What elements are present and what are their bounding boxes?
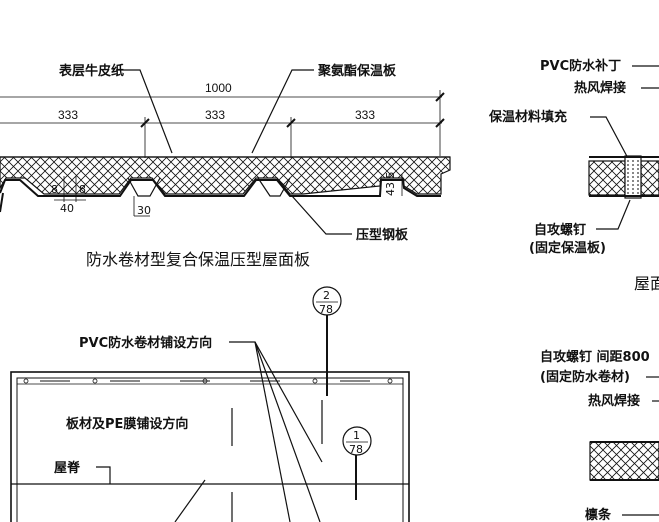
label-steel-sheet: 压型钢板	[356, 227, 409, 243]
leader-pvc-dir-1	[229, 341, 323, 463]
dim-span-3: 333	[355, 108, 375, 122]
ref-2-num: 2	[323, 289, 330, 302]
leader-pvc-dir-3	[254, 341, 321, 522]
insulation-hatch	[0, 156, 451, 195]
dim-total: 1000	[205, 81, 232, 95]
rib-1	[127, 177, 161, 197]
label-hot-weld-2: 热风焊接	[588, 393, 640, 409]
leader-screw	[596, 199, 631, 230]
label-board-direction: 板材及PE膜铺设方向	[66, 416, 188, 432]
dim-8b: 8	[79, 183, 86, 196]
leader-ridge	[96, 466, 111, 484]
label-kraft-paper: 表层牛皮纸	[58, 63, 124, 79]
leader-kraft	[116, 69, 173, 154]
steel-sheet-profile	[0, 179, 320, 213]
label-hot-weld: 热风焊接	[574, 80, 626, 96]
label-ridge: 屋脊	[54, 460, 81, 476]
detail-ref-1-78[interactable]: 1 78	[342, 426, 372, 500]
label-filler: 保温材料填充	[488, 109, 567, 125]
plan-bolt-1	[23, 378, 29, 384]
joint-panel-right	[640, 160, 659, 196]
plan-bolt-2	[92, 378, 98, 384]
caption-panel: 防水卷材型复合保温压型屋面板	[86, 250, 310, 269]
label-pvc-patch: PVC防水补丁	[540, 58, 621, 74]
ref-1-num: 1	[353, 429, 360, 442]
label-pu-board: 聚氨酯保温板	[317, 63, 397, 79]
caption-joint-partial: 屋面	[634, 274, 659, 293]
fastening-detail: 自攻螺钉 间距800 (固定防水卷材) 热风焊接 檩条	[540, 349, 659, 522]
label-screw-note-2: (固定防水卷材)	[540, 369, 630, 385]
leader-filler	[590, 116, 631, 163]
steel-sheet-profile-right	[320, 179, 441, 197]
joint-panel-left	[588, 160, 626, 196]
dim-8a: 8	[51, 183, 58, 196]
label-screw: 自攻螺钉	[534, 222, 586, 238]
label-pvc-direction: PVC防水卷材铺设方向	[79, 335, 212, 351]
label-screw-spacing: 自攻螺钉 间距800	[540, 349, 650, 365]
dim-30: 30	[137, 204, 151, 217]
dim-span-2: 333	[205, 108, 225, 122]
leader-pu	[251, 69, 314, 154]
fastening-panel	[589, 441, 659, 481]
dim-40: 40	[60, 202, 74, 215]
plan-bolt-5	[387, 378, 393, 384]
ref-2-den: 78	[319, 303, 333, 316]
dim-43-5: 43.5	[384, 172, 397, 197]
plan-inner	[16, 377, 404, 522]
panel-section: 表层牛皮纸 聚氨酯保温板 1000 333 333 333 8 8 40	[0, 63, 451, 269]
leader-pvc-dir-2	[254, 341, 291, 522]
leader-plan-bottom	[174, 479, 206, 522]
ref-1-den: 78	[349, 443, 363, 456]
joint-detail: PVC防水补丁 热风焊接 保温材料填充 自攻螺钉 (固定保温板) 屋面	[488, 58, 659, 293]
plan-outline	[10, 371, 410, 522]
dim-tick-total	[435, 92, 445, 102]
label-screw-note: (固定保温板)	[529, 240, 606, 256]
plan-bolt-4	[312, 378, 318, 384]
rib-2	[257, 177, 291, 197]
plan-bolt-3	[202, 378, 208, 384]
label-purlin: 檩条	[585, 507, 612, 522]
dim-span-1: 333	[58, 108, 78, 122]
leader-steel	[291, 195, 352, 235]
detail-ref-2-78[interactable]: 2 78	[312, 286, 342, 396]
joint-filler-dots	[627, 160, 639, 195]
dim-ticks-spans	[140, 118, 445, 128]
roof-plan: PVC防水卷材铺设方向 屋脊 板材及PE膜铺设方向 2 78	[10, 286, 410, 522]
